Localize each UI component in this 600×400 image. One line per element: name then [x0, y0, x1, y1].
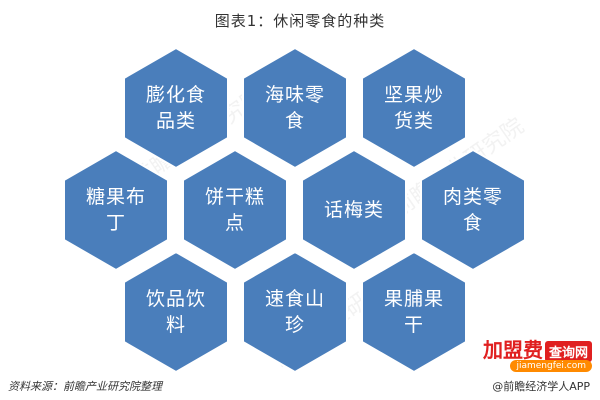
- hexagon-shape: [182, 148, 288, 272]
- hexagon-shape: [361, 250, 467, 374]
- hexagon-label: 膨化食: [146, 84, 206, 106]
- logo-sub: 查询网: [544, 341, 592, 362]
- hexagon-label: 海味零: [265, 84, 325, 106]
- hexagon-label: 珍: [285, 314, 305, 336]
- hexagon-label: 料: [166, 314, 186, 336]
- hexagon-cell: 话梅类: [301, 148, 407, 272]
- hexagon-shape: [301, 148, 407, 272]
- hexagon-label: 果脯果: [384, 288, 444, 310]
- hexagon-label: 话梅类: [324, 199, 384, 221]
- logo-url: jiamengfei.com: [510, 360, 592, 372]
- logo: 加盟费查询网 jiamengfei.com: [452, 334, 592, 376]
- hexagon-label: 点: [225, 212, 245, 234]
- hexagon-label: 肉类零: [443, 186, 503, 208]
- diagram-title: 图表1：休闲零食的种类: [214, 12, 386, 30]
- hexagon-label: 饮品饮: [146, 288, 206, 310]
- hexagon-label: 坚果炒: [384, 84, 444, 106]
- hexagon-label: 食: [285, 110, 305, 132]
- hexagon-shape: [123, 250, 229, 374]
- hexagon-shape: [123, 46, 229, 170]
- hexagon-label: 速食山: [265, 288, 325, 310]
- hexagon-label: 食: [463, 212, 483, 234]
- hexagon-shape: [361, 46, 467, 170]
- hexagon-label: 饼干糕: [205, 186, 265, 208]
- hexagon-label: 干: [404, 314, 424, 336]
- logo-main: 加盟费查询网: [483, 334, 592, 363]
- hexagon-label: 丁: [106, 212, 126, 234]
- source-note: 资料来源：前瞻产业研究院整理: [8, 380, 162, 393]
- hexagon-shape: [242, 46, 348, 170]
- hexagon-shape: [63, 148, 169, 272]
- hexagon-label: 品类: [156, 110, 196, 132]
- hexagon-label: 糖果布: [86, 186, 146, 208]
- hexagon-shape: [242, 250, 348, 374]
- credit-note: @前瞻经济学人APP: [492, 380, 590, 393]
- logo-brand: 加盟费: [482, 338, 543, 362]
- hexagon-label: 货类: [394, 110, 434, 132]
- hexagon-shape: [420, 148, 526, 272]
